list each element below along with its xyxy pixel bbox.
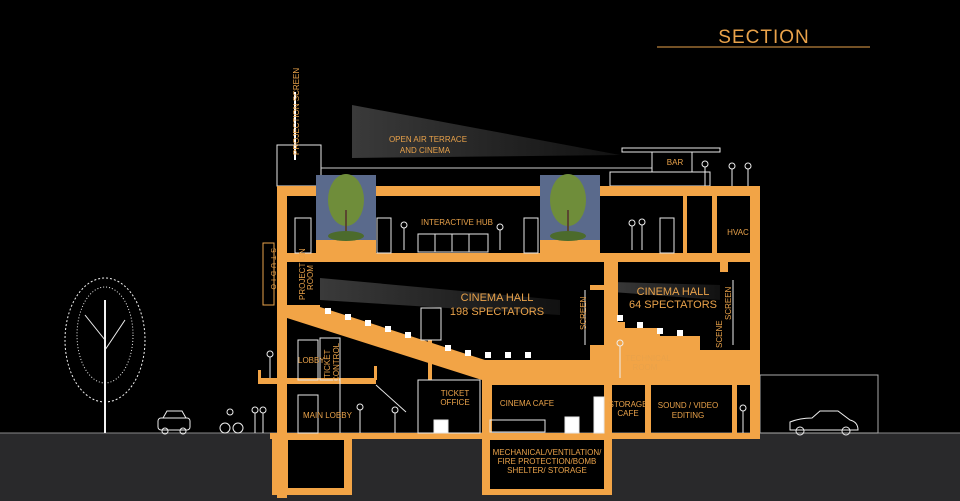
projection-room-label-1: PROJECTION — [298, 248, 307, 300]
screen-label-hall2: SCREEN — [724, 286, 733, 320]
screen-label-hall1: SCREEN — [579, 296, 588, 330]
interactive-hub-label: INTERACTIVE HUB — [421, 218, 493, 227]
projection-screen-label: PROJECTION SCREEN — [292, 68, 301, 155]
basement-label-1: MECHANICAL/VENTILATION/ — [493, 448, 603, 457]
section-title: SECTION — [718, 27, 809, 48]
basement-label-3: SHELTER/ STORAGE — [507, 466, 587, 475]
bar-label: BAR — [667, 158, 684, 167]
sound-video-label-1: SOUND / VIDEO — [658, 401, 718, 410]
tree-icon — [550, 174, 586, 241]
car-icon-left — [157, 410, 191, 435]
neighbor-building-outline — [759, 374, 879, 434]
tree-icon — [328, 174, 364, 241]
sound-video-label-2: EDITING — [672, 411, 704, 420]
interior-outlines — [294, 217, 675, 434]
hall1-projection-beam — [320, 278, 560, 315]
car-icon-right — [789, 410, 859, 436]
technical-room-label-1: TECHNICAL — [625, 354, 671, 363]
ticket-office-label-2: OFFICE — [440, 398, 469, 407]
storage-cafe-label-2: CAFE — [617, 409, 638, 418]
cinema-seats — [325, 308, 683, 358]
cinema-hall-198-label-2: 198 SPECTATORS — [450, 306, 544, 318]
ticket-office-label-1: TICKET — [441, 389, 470, 398]
ground — [0, 433, 960, 501]
people-figures — [219, 160, 752, 434]
studio-label: STUDIO — [269, 248, 276, 292]
projection-room-label-2: ROOM — [306, 265, 315, 290]
hall2-projection-beam — [612, 282, 720, 300]
cinema-hall-64-label-1: CINEMA HALL — [637, 286, 710, 298]
storage-cafe-label-1: STORAGE — [609, 400, 648, 409]
main-lobby-label: MAIN LOBBY — [303, 411, 353, 420]
terrace-label-1: OPEN AIR TERRACE — [389, 135, 467, 144]
lobby-label: LOBBY — [298, 356, 325, 365]
scene-label: SCENE — [715, 320, 724, 348]
street-tree-icon — [64, 277, 146, 433]
ticket-control-label-1: TICKET — [323, 349, 332, 378]
studio-sign — [262, 242, 275, 306]
terrace-label-2: AND CINEMA — [400, 146, 451, 155]
cinema-cafe-label: CINEMA CAFE — [500, 399, 554, 408]
ticket-control-label-2: CONTROL — [332, 342, 341, 382]
cinema-hall-198-label-1: CINEMA HALL — [461, 292, 534, 304]
basement-label-2: FIRE PROTECTION/BOMB — [498, 457, 597, 466]
technical-room-label-2: ROOM — [633, 363, 658, 372]
hvac-label: HVAC — [727, 228, 749, 237]
terrace-projection-beam — [352, 105, 620, 158]
cinema-hall-64-label-2: 64 SPECTATORS — [629, 299, 717, 311]
